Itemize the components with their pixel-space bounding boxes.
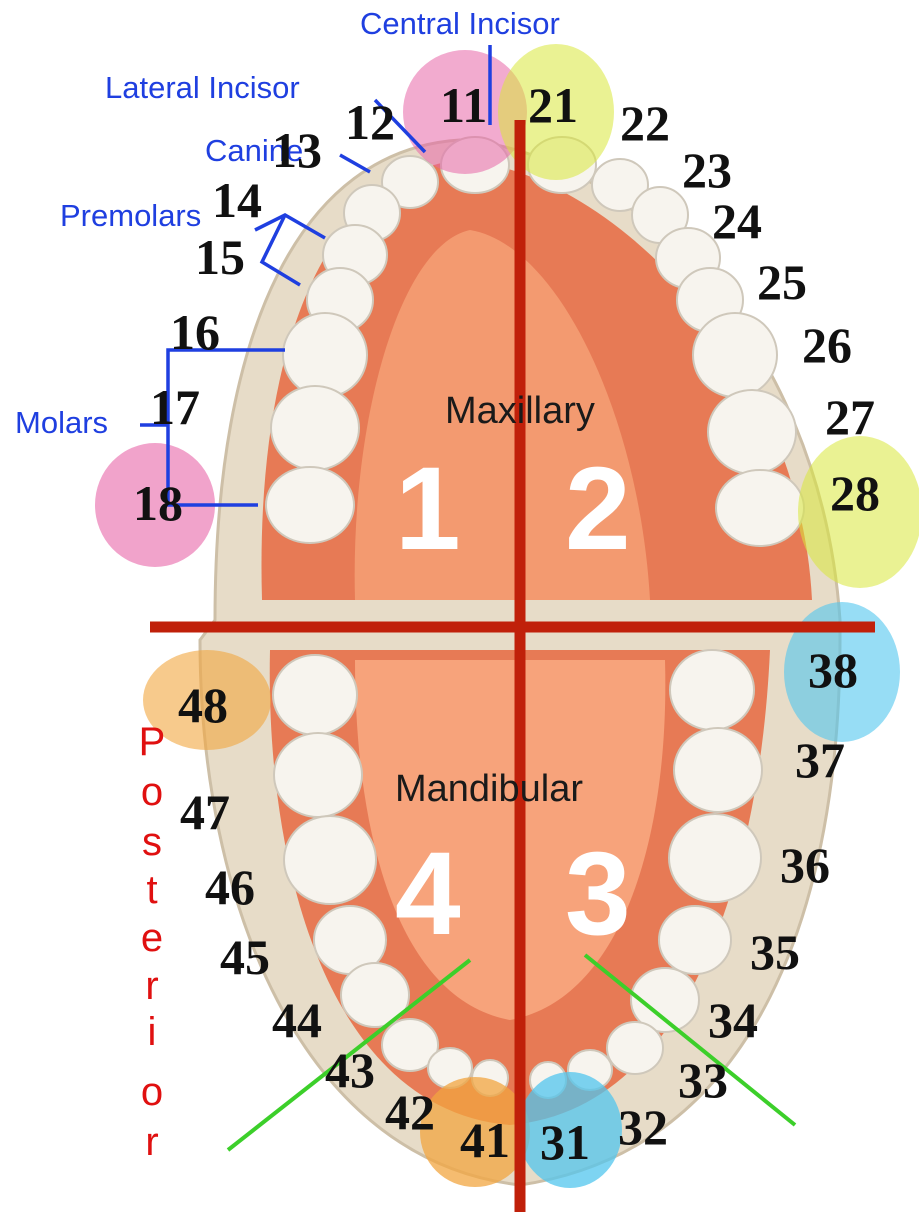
tooth-number-37: 37 (795, 735, 845, 785)
tooth-number-23: 23 (682, 145, 732, 195)
tooth-number-42: 42 (385, 1087, 435, 1137)
tooth-number-48: 48 (178, 680, 228, 730)
tooth-number-12: 12 (345, 97, 395, 147)
tooth-number-26: 26 (802, 320, 852, 370)
tooth-number-18: 18 (133, 478, 183, 528)
posterior-letter: e (137, 918, 167, 958)
tooth-number-16: 16 (170, 307, 220, 357)
posterior-letter: o (137, 772, 167, 812)
quadrant-2: 2 (565, 450, 631, 568)
posterior-letter: o (137, 1072, 167, 1112)
tooth-number-33: 33 (678, 1055, 728, 1105)
posterior-letter: r (137, 966, 167, 1006)
tooth-number-11: 11 (440, 80, 487, 130)
tooth-number-34: 34 (708, 995, 758, 1045)
tooth-number-14: 14 (212, 175, 262, 225)
premolars-label: Premolars (60, 200, 201, 231)
quadrant-3: 3 (565, 835, 631, 953)
tooth-number-46: 46 (205, 862, 255, 912)
tooth-number-13: 13 (272, 125, 322, 175)
posterior-letter: s (137, 822, 167, 862)
tooth-number-47: 47 (180, 787, 230, 837)
tooth-number-35: 35 (750, 927, 800, 977)
posterior-letter: r (137, 1122, 167, 1162)
tooth-number-25: 25 (757, 257, 807, 307)
tooth-number-15: 15 (195, 232, 245, 282)
tooth-number-45: 45 (220, 932, 270, 982)
tooth-number-22: 22 (620, 98, 670, 148)
posterior-letter: P (137, 722, 167, 762)
maxillary-label: Maxillary (445, 392, 595, 430)
posterior-letter: i (137, 1012, 167, 1052)
tooth-number-31: 31 (540, 1117, 590, 1167)
quadrant-1: 1 (395, 450, 461, 568)
central-incisor-label: Central Incisor (360, 8, 560, 39)
tooth-number-32: 32 (618, 1102, 668, 1152)
tooth-number-17: 17 (150, 382, 200, 432)
tooth-number-28: 28 (830, 468, 880, 518)
tooth-number-27: 27 (825, 392, 875, 442)
tooth-number-43: 43 (325, 1045, 375, 1095)
tooth-number-44: 44 (272, 995, 322, 1045)
quadrant-4: 4 (395, 835, 461, 953)
mandibular-label: Mandibular (395, 770, 583, 808)
posterior-letter: t (137, 870, 167, 910)
lateral-incisor-label: Lateral Incisor (105, 72, 300, 103)
molars-label: Molars (15, 407, 108, 438)
tooth-number-38: 38 (808, 645, 858, 695)
tooth-number-41: 41 (460, 1115, 510, 1165)
tooth-number-21: 21 (528, 80, 578, 130)
tooth-number-36: 36 (780, 840, 830, 890)
tooth-number-24: 24 (712, 196, 762, 246)
